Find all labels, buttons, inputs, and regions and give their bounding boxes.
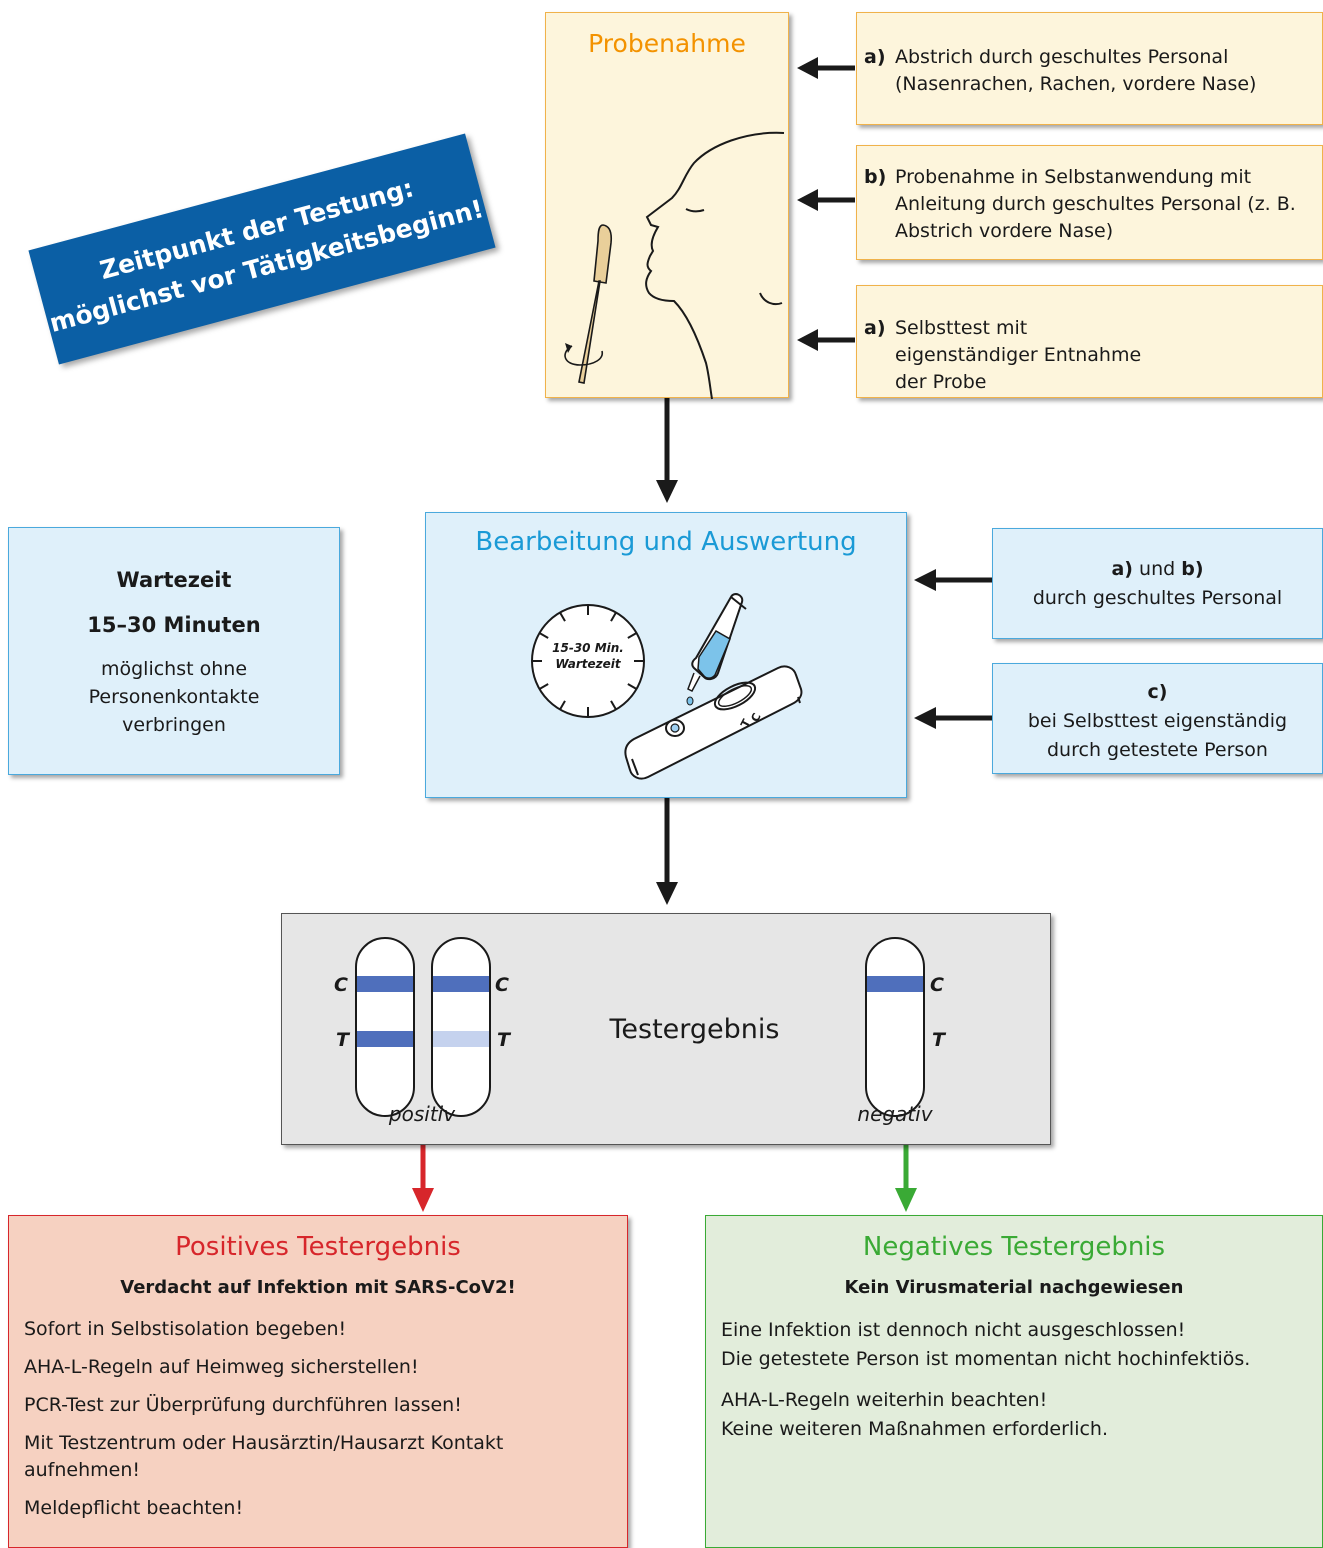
note-key-b: b) <box>1181 558 1204 580</box>
note-und: und <box>1139 558 1176 580</box>
clock-label-1: 15-30 Min. <box>552 641 624 655</box>
test-band <box>357 1031 413 1047</box>
list-item: AHA-L-Regeln auf Heimweg sicherstellen! <box>24 1356 419 1378</box>
wartezeit-text: möglichst ohne Personenkontakte verbring… <box>88 658 260 736</box>
positive-title: Positives Testergebnis <box>175 1232 461 1262</box>
test-band-faint <box>433 1031 489 1047</box>
note-abstrich-personal: a) Abstrich durch geschultes Personal (N… <box>856 12 1323 125</box>
clock-tick <box>627 632 637 639</box>
note-ab-text: durch geschultes Personal <box>1032 587 1283 609</box>
clock-tick <box>539 683 549 690</box>
c-label-middle: C <box>495 974 509 996</box>
note-key: b) <box>864 166 887 188</box>
t-label-middle: T <box>497 1029 510 1051</box>
bearbeitung-title: Bearbeitung und Auswertung <box>475 527 857 557</box>
probenahme-box: Probenahme <box>545 12 789 400</box>
strip-negative <box>865 937 925 1117</box>
positive-result-box: Positives Testergebnis Verdacht auf Infe… <box>8 1215 628 1548</box>
arrow-note-b-to-probenahme <box>797 189 855 211</box>
control-band <box>433 976 489 992</box>
negative-line: Keine weiteren Maßnahmen erforderlich. <box>721 1418 1109 1440</box>
note-ab-personal: a) und b) durch geschultes Personal <box>992 528 1323 639</box>
cassette-illustration <box>624 593 803 780</box>
arrow-bearbeitung-to-testergebnis <box>656 798 678 905</box>
t-label-left: T <box>336 1029 349 1051</box>
clock-tick <box>559 612 566 622</box>
clock-tick <box>610 700 617 710</box>
testergebnis-title: Testergebnis <box>609 1014 780 1045</box>
list-item: Mit Testzentrum oder Hausärztin/Hausarzt… <box>24 1432 504 1481</box>
strip-positive-1 <box>355 937 415 1117</box>
negative-result-box: Negatives Testergebnis Kein Virusmateria… <box>705 1215 1323 1548</box>
label-negativ: negativ <box>857 1102 933 1126</box>
note-key: a) <box>864 46 886 68</box>
note-text: Selbsttest mit eigenständiger Entnahme d… <box>895 317 1142 393</box>
head-profile-icon <box>645 131 785 400</box>
note-text: Abstrich durch geschultes Personal (Nase… <box>895 46 1257 95</box>
note-ab-keys: a) und b) <box>993 555 1322 584</box>
t-label-right: T <box>932 1029 945 1051</box>
negative-line: Die getestete Person ist momentan nicht … <box>721 1348 1251 1370</box>
note-text: Probenahme in Selbstanwendung mit Anleit… <box>895 166 1296 242</box>
arrow-probenahme-to-bearbeitung <box>656 398 678 503</box>
test-cassette-icon <box>624 665 803 780</box>
note-c-selbsttest: c) bei Selbsttest eigenständig durch get… <box>992 663 1323 774</box>
positive-list: Sofort in Selbstisolation begeben! AHA-L… <box>24 1316 567 1533</box>
strip-positive-2 <box>431 937 491 1117</box>
arrow-to-positive <box>412 1145 434 1212</box>
arrow-note-ab-to-bearbeitung <box>914 569 992 591</box>
strip-illustrations <box>355 937 925 1117</box>
clock-tick <box>627 683 637 690</box>
arrow-to-negative <box>895 1145 917 1212</box>
testergebnis-box: C T C T C T Testergebnis positiv negativ <box>281 913 1051 1145</box>
arrow-note-a-to-probenahme <box>797 57 855 79</box>
note-c-text: bei Selbsttest eigenständig durch getest… <box>1027 710 1288 761</box>
note-key: a) <box>864 317 886 339</box>
c-label-right: C <box>930 974 944 996</box>
probenahme-title: Probenahme <box>588 29 746 58</box>
clock-tick <box>610 612 617 622</box>
positive-subtitle: Verdacht auf Infektion mit SARS-CoV2! <box>120 1277 516 1298</box>
clock-label-2: Wartezeit <box>555 657 621 671</box>
negative-title: Negatives Testergebnis <box>862 1232 1166 1262</box>
swab-illustration <box>564 131 785 400</box>
wartezeit-box: Wartezeit 15–30 Minuten möglichst ohne P… <box>8 527 340 775</box>
note-key-c: c) <box>1147 681 1168 703</box>
control-band <box>357 976 413 992</box>
label-positiv: positiv <box>388 1102 456 1126</box>
clock-icon <box>531 604 645 718</box>
control-band <box>867 976 923 992</box>
timer-illustration <box>531 604 645 718</box>
note-selbstanwendung: b) Probenahme in Selbstanwendung mit Anl… <box>856 145 1323 260</box>
pipette-icon <box>686 593 747 706</box>
wartezeit-label: Wartezeit <box>116 568 232 592</box>
clock-tick <box>559 700 566 710</box>
negative-line: AHA-L-Regeln weiterhin beachten! <box>721 1389 1048 1411</box>
negative-text: Eine Infektion ist dennoch nicht ausgesc… <box>721 1316 1312 1444</box>
negative-subtitle: Kein Virusmaterial nachgewiesen <box>844 1277 1184 1298</box>
bearbeitung-box: Bearbeitung und Auswertung 15-30 Min. Wa… <box>425 512 907 798</box>
arrow-note-c-to-bearbeitung <box>914 707 992 729</box>
note-key-a: a) <box>1111 558 1133 580</box>
list-item: Meldepflicht beachten! <box>24 1497 244 1519</box>
wartezeit-duration: 15–30 Minuten <box>87 613 261 637</box>
arrow-note-c-to-probenahme <box>797 329 855 351</box>
c-label-left: C <box>334 974 348 996</box>
note-selbsttest: a) Selbsttest mit eigenständiger Entnahm… <box>856 285 1323 398</box>
swab-icon <box>564 224 613 384</box>
clock-tick <box>539 632 549 639</box>
list-item: PCR-Test zur Überprüfung durchführen las… <box>24 1394 462 1416</box>
list-item: Sofort in Selbstisolation begeben! <box>24 1318 347 1340</box>
negative-line: Eine Infektion ist dennoch nicht ausgesc… <box>721 1319 1186 1341</box>
